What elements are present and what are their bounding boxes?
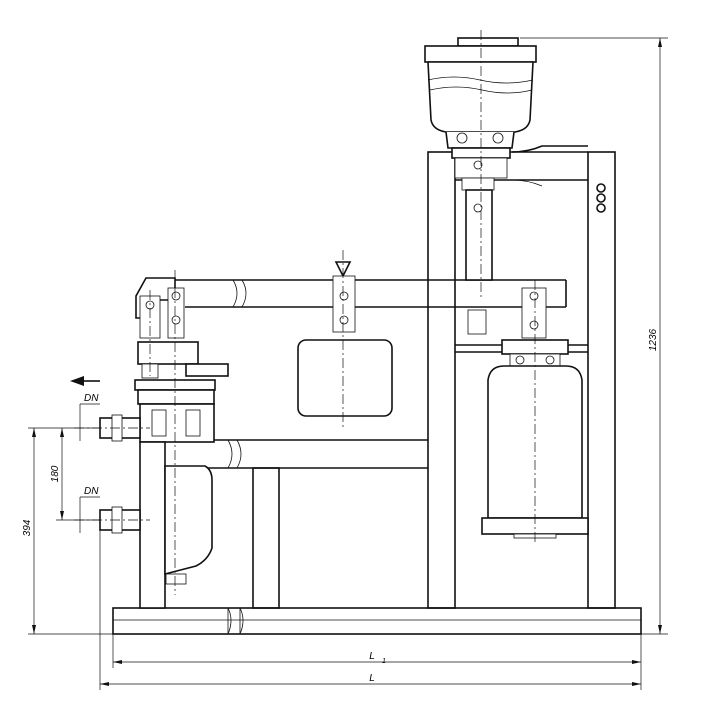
triple-circle-symbol-icon <box>596 183 606 213</box>
middle-assembly <box>297 261 393 417</box>
center-lines <box>74 30 536 595</box>
base-plate <box>112 607 642 635</box>
right-cylinder <box>467 287 589 539</box>
dim-overall-height: 1236 <box>648 328 659 351</box>
dimension-lines <box>28 37 668 690</box>
nozzle-label-lower: DN <box>84 486 99 497</box>
left-valve <box>99 277 229 609</box>
dim-length-inner-subscript: 1 <box>382 658 386 665</box>
dim-inlet-height: 394 <box>22 519 33 536</box>
arrow-left-icon <box>70 376 100 386</box>
horizontal-beams <box>140 279 567 609</box>
dim-length-overall: L <box>369 673 375 684</box>
top-vessel <box>424 37 537 281</box>
dim-spacing: 180 <box>50 465 61 482</box>
dim-length-inner: L <box>369 651 375 662</box>
dimension-texts: 1236 394 180 L 1 L DN DN <box>22 328 659 684</box>
nozzle-label-upper: DN <box>84 393 99 404</box>
